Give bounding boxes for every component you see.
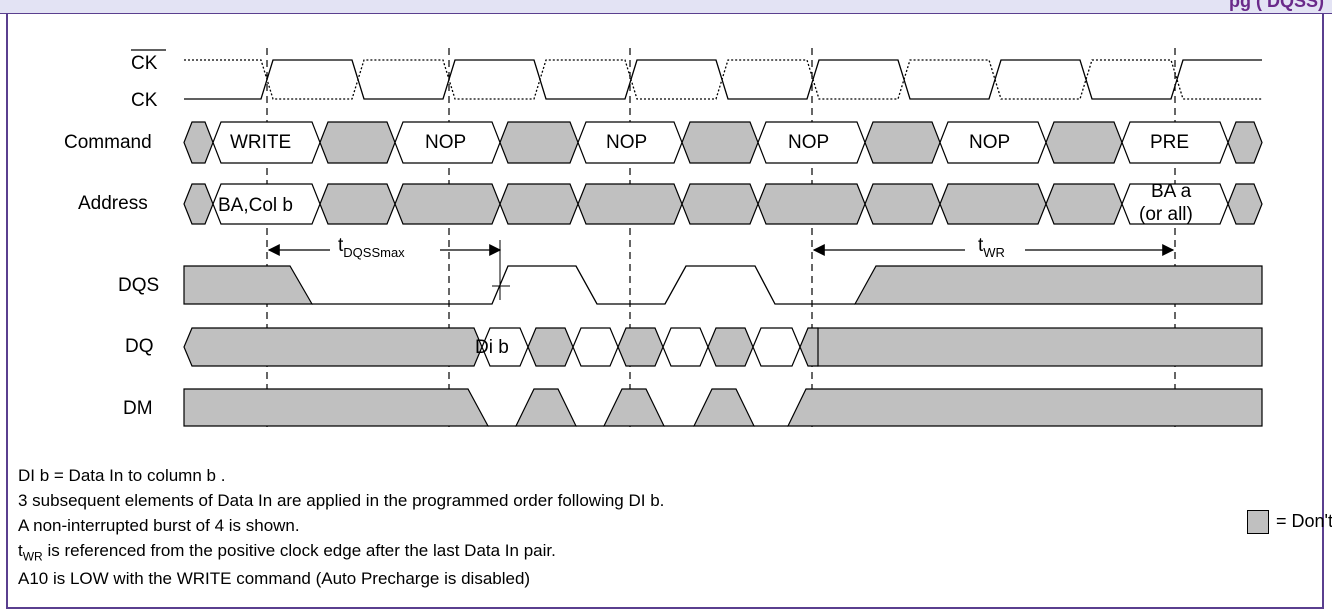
command-bus-segment-1 xyxy=(183,121,214,164)
address-bus-segment-5 xyxy=(499,183,579,225)
command-bus-segment-7 xyxy=(681,121,759,164)
address-or-all: (or all) xyxy=(1139,204,1193,225)
command-nop-4: NOP xyxy=(969,132,1010,153)
header-strip: pg ( DQSS) xyxy=(0,0,1332,14)
address-bus-segment-10 xyxy=(939,183,1047,225)
dq-bus-segment-7 xyxy=(707,327,754,367)
command-bus-segment-5 xyxy=(499,121,579,164)
address-bus-segment-6 xyxy=(577,183,683,225)
address-bus-segment-11 xyxy=(1045,183,1123,225)
dq-label: DQ xyxy=(125,336,154,357)
tdqss-main: t xyxy=(338,235,344,256)
address-label: Address xyxy=(78,193,148,214)
command-bus-segment-3 xyxy=(319,121,396,164)
command-bus-segment-11 xyxy=(1045,121,1123,164)
dm-label: DM xyxy=(123,398,153,419)
dont-care-swatch xyxy=(1247,510,1269,534)
note-twr-sub: WR xyxy=(22,549,43,564)
dqs-label: DQS xyxy=(118,275,159,296)
note-line-4: tWR is referenced from the positive cloc… xyxy=(18,541,556,563)
dm-pulse-1 xyxy=(515,388,577,427)
address-ba-col-b: BA,Col b xyxy=(218,195,293,216)
command-bus-segment-9 xyxy=(864,121,941,164)
address-bus-segment-7 xyxy=(681,183,759,225)
dm-pulse-3 xyxy=(693,388,755,427)
command-nop-2: NOP xyxy=(606,132,647,153)
dq-bus-segment-3 xyxy=(527,327,574,367)
dq-di-b: Di b xyxy=(475,337,509,358)
command-nop-1: NOP xyxy=(425,132,466,153)
ck-waveform xyxy=(184,59,1262,100)
address-bus-segment-4 xyxy=(394,183,501,225)
waveform-layer xyxy=(183,48,1263,432)
command-label: Command xyxy=(64,132,152,153)
tdqss-label: tDQSSmax xyxy=(338,235,405,260)
header-title-fragment: pg ( DQSS) xyxy=(1229,0,1324,11)
dq-bus-segment-1 xyxy=(183,327,483,367)
twr-label: tWR xyxy=(978,235,1005,260)
dm-pulse-2 xyxy=(603,388,665,427)
address-bus-segment-13 xyxy=(1227,183,1263,225)
note-line-4-rest: is referenced from the positive clock ed… xyxy=(42,541,556,560)
command-bus-segment-13 xyxy=(1227,121,1263,164)
address-ba-a: BA a xyxy=(1151,181,1192,202)
command-pre: PRE xyxy=(1150,132,1189,153)
address-bus-segment-9 xyxy=(864,183,941,225)
note-line-2: 3 subsequent elements of Data In are app… xyxy=(18,491,665,510)
dq-bus-segment-8 xyxy=(752,327,801,367)
address-bus-segment-8 xyxy=(757,183,866,225)
address-bus-segment-3 xyxy=(319,183,396,225)
dqs-dont-care-end xyxy=(853,265,1263,305)
dq-bus-segment-5 xyxy=(617,327,664,367)
dqs-dont-care-start xyxy=(183,265,314,305)
ck-bar-label: CK xyxy=(131,53,158,74)
dm-dont-care-start xyxy=(183,388,490,427)
twr-sub: WR xyxy=(983,245,1005,260)
address-bus-segment-1 xyxy=(183,183,214,225)
dont-care-legend: = Don't Care xyxy=(1276,511,1332,531)
tdqss-sub: DQSSmax xyxy=(343,245,405,260)
note-line-1: DI b = Data In to column b . xyxy=(18,466,226,485)
note-line-3: A non-interrupted burst of 4 is shown. xyxy=(18,516,300,535)
dq-dont-care-end xyxy=(817,327,1263,367)
command-nop-3: NOP xyxy=(788,132,829,153)
dm-dont-care-end xyxy=(787,388,1263,427)
dq-bus-segment-4 xyxy=(572,327,619,367)
dq-bus-segment-6 xyxy=(662,327,709,367)
ck-label: CK xyxy=(131,90,158,111)
diagram-border xyxy=(6,14,1324,609)
note-twr-main: t xyxy=(18,541,23,560)
command-write: WRITE xyxy=(230,132,291,153)
ck-bar-waveform xyxy=(184,59,1262,100)
twr-main: t xyxy=(978,235,984,256)
note-line-5: A10 is LOW with the WRITE command (Auto … xyxy=(18,569,531,588)
dqs-toggle xyxy=(312,265,855,305)
